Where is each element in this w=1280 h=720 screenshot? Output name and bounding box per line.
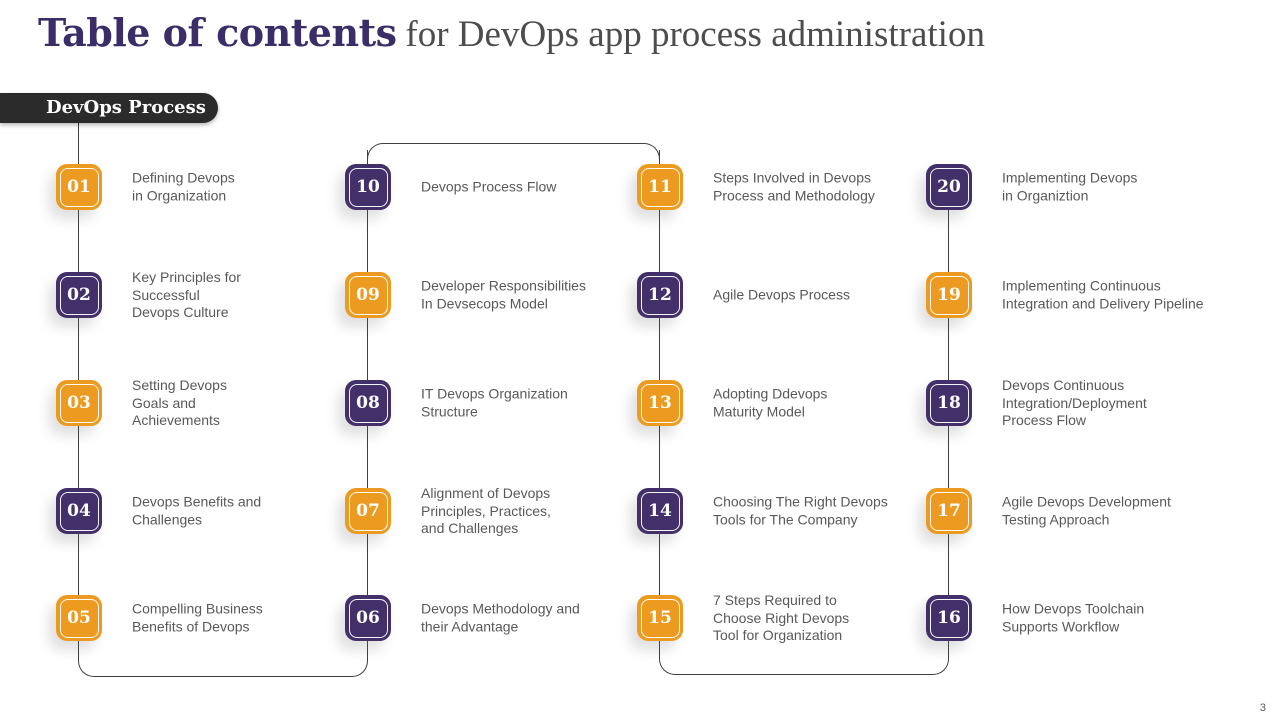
item-badge-13[interactable]: 13 bbox=[637, 380, 683, 426]
item-number-06: 06 bbox=[356, 608, 380, 628]
item-badge-16[interactable]: 16 bbox=[926, 595, 972, 641]
connector-bracket-bottom-left bbox=[78, 637, 368, 677]
item-number-14: 14 bbox=[648, 501, 672, 521]
item-label-07[interactable]: Alignment of Devops Principles, Practice… bbox=[421, 484, 551, 536]
toc-item-17: 17 Agile Devops Development Testing Appr… bbox=[926, 488, 1256, 534]
item-label-16[interactable]: How Devops Toolchain Supports Workflow bbox=[1002, 600, 1145, 635]
item-label-11[interactable]: Steps Involved in Devops Process and Met… bbox=[713, 169, 875, 204]
item-number-01: 01 bbox=[67, 177, 91, 197]
item-label-02[interactable]: Key Principles for Successful Devops Cul… bbox=[132, 268, 241, 320]
title-highlight: Table of contents bbox=[38, 10, 397, 55]
item-badge-05[interactable]: 05 bbox=[56, 595, 102, 641]
toc-item-08: 08 IT Devops Organization Structure bbox=[345, 380, 675, 426]
item-number-17: 17 bbox=[937, 501, 961, 521]
item-number-10: 10 bbox=[356, 177, 380, 197]
item-number-07: 07 bbox=[356, 501, 380, 521]
toc-item-16: 16 How Devops Toolchain Supports Workflo… bbox=[926, 595, 1256, 641]
item-label-13[interactable]: Adopting Ddevops Maturity Model bbox=[713, 385, 828, 420]
item-number-16: 16 bbox=[937, 608, 961, 628]
toc-item-04: 04 Devops Benefits and Challenges bbox=[56, 488, 386, 534]
item-number-18: 18 bbox=[937, 393, 961, 413]
item-badge-15[interactable]: 15 bbox=[637, 595, 683, 641]
toc-item-06: 06 Devops Methodology and their Advantag… bbox=[345, 595, 675, 641]
item-label-14[interactable]: Choosing The Right Devops Tools for The … bbox=[713, 493, 888, 528]
connector-bracket-bottom-right bbox=[659, 635, 949, 675]
item-label-04[interactable]: Devops Benefits and Challenges bbox=[132, 493, 262, 528]
item-number-05: 05 bbox=[67, 608, 91, 628]
item-badge-18[interactable]: 18 bbox=[926, 380, 972, 426]
toc-item-19: 19 Implementing Continuous Integration a… bbox=[926, 272, 1256, 318]
toc-item-05: 05 Compelling Business Benefits of Devop… bbox=[56, 595, 386, 641]
toc-item-12: 12 Agile Devops Process bbox=[637, 272, 967, 318]
item-label-19[interactable]: Implementing Continuous Integration and … bbox=[1002, 277, 1204, 312]
toc-item-20: 20 Implementing Devops in Organiztion bbox=[926, 164, 1256, 210]
item-label-15[interactable]: 7 Steps Required to Choose Right Devops … bbox=[713, 591, 850, 643]
item-label-10[interactable]: Devops Process Flow bbox=[421, 178, 557, 195]
toc-item-18: 18 Devops Continuous Integration/Deploym… bbox=[926, 377, 1256, 428]
item-badge-11[interactable]: 11 bbox=[637, 164, 683, 210]
item-badge-10[interactable]: 10 bbox=[345, 164, 391, 210]
item-label-01[interactable]: Defining Devops in Organization bbox=[132, 169, 235, 204]
toc-item-14: 14 Choosing The Right Devops Tools for T… bbox=[637, 488, 967, 534]
item-number-04: 04 bbox=[67, 501, 91, 521]
item-badge-14[interactable]: 14 bbox=[637, 488, 683, 534]
item-number-03: 03 bbox=[67, 393, 91, 413]
item-badge-07[interactable]: 07 bbox=[345, 488, 391, 534]
item-badge-01[interactable]: 01 bbox=[56, 164, 102, 210]
item-number-11: 11 bbox=[648, 177, 672, 197]
toc-item-03: 03 Setting Devops Goals and Achievements bbox=[56, 377, 386, 428]
item-label-05[interactable]: Compelling Business Benefits of Devops bbox=[132, 600, 263, 635]
item-label-06[interactable]: Devops Methodology and their Advantage bbox=[421, 600, 580, 635]
item-badge-19[interactable]: 19 bbox=[926, 272, 972, 318]
item-badge-04[interactable]: 04 bbox=[56, 488, 102, 534]
item-badge-12[interactable]: 12 bbox=[637, 272, 683, 318]
toc-item-11: 11 Steps Involved in Devops Process and … bbox=[637, 164, 967, 210]
item-number-13: 13 bbox=[648, 393, 672, 413]
toc-item-15: 15 7 Steps Required to Choose Right Devo… bbox=[637, 592, 967, 643]
item-badge-02[interactable]: 02 bbox=[56, 272, 102, 318]
item-label-09[interactable]: Developer Responsibilities In Devsecops … bbox=[421, 277, 586, 312]
item-badge-20[interactable]: 20 bbox=[926, 164, 972, 210]
item-label-17[interactable]: Agile Devops Development Testing Approac… bbox=[1002, 493, 1171, 528]
item-badge-09[interactable]: 09 bbox=[345, 272, 391, 318]
item-label-12[interactable]: Agile Devops Process bbox=[713, 286, 850, 303]
devops-process-ribbon[interactable]: DevOps Process bbox=[0, 93, 218, 123]
toc-item-13: 13 Adopting Ddevops Maturity Model bbox=[637, 380, 967, 426]
toc-item-01: 01 Defining Devops in Organization bbox=[56, 164, 386, 210]
item-number-19: 19 bbox=[937, 285, 961, 305]
item-badge-06[interactable]: 06 bbox=[345, 595, 391, 641]
toc-item-09: 09 Developer Responsibilities In Devseco… bbox=[345, 272, 675, 318]
item-badge-03[interactable]: 03 bbox=[56, 380, 102, 426]
item-number-20: 20 bbox=[937, 177, 961, 197]
toc-item-02: 02 Key Principles for Successful Devops … bbox=[56, 269, 386, 320]
item-label-18[interactable]: Devops Continuous Integration/Deployment… bbox=[1002, 376, 1147, 428]
page-title: Table of contents for DevOps app process… bbox=[38, 10, 985, 56]
item-badge-17[interactable]: 17 bbox=[926, 488, 972, 534]
item-label-03[interactable]: Setting Devops Goals and Achievements bbox=[132, 376, 227, 428]
item-label-08[interactable]: IT Devops Organization Structure bbox=[421, 385, 568, 420]
title-subtext: for DevOps app process administration bbox=[405, 14, 985, 55]
item-number-02: 02 bbox=[67, 285, 91, 305]
item-number-09: 09 bbox=[356, 285, 380, 305]
toc-item-10: 10 Devops Process Flow bbox=[345, 164, 675, 210]
page-number: 3 bbox=[1259, 702, 1266, 714]
connector-bracket-top bbox=[367, 143, 660, 183]
item-badge-08[interactable]: 08 bbox=[345, 380, 391, 426]
item-number-15: 15 bbox=[648, 608, 672, 628]
item-number-12: 12 bbox=[648, 285, 672, 305]
item-label-20[interactable]: Implementing Devops in Organiztion bbox=[1002, 169, 1138, 204]
item-number-08: 08 bbox=[356, 393, 380, 413]
toc-item-07: 07 Alignment of Devops Principles, Pract… bbox=[345, 485, 675, 536]
